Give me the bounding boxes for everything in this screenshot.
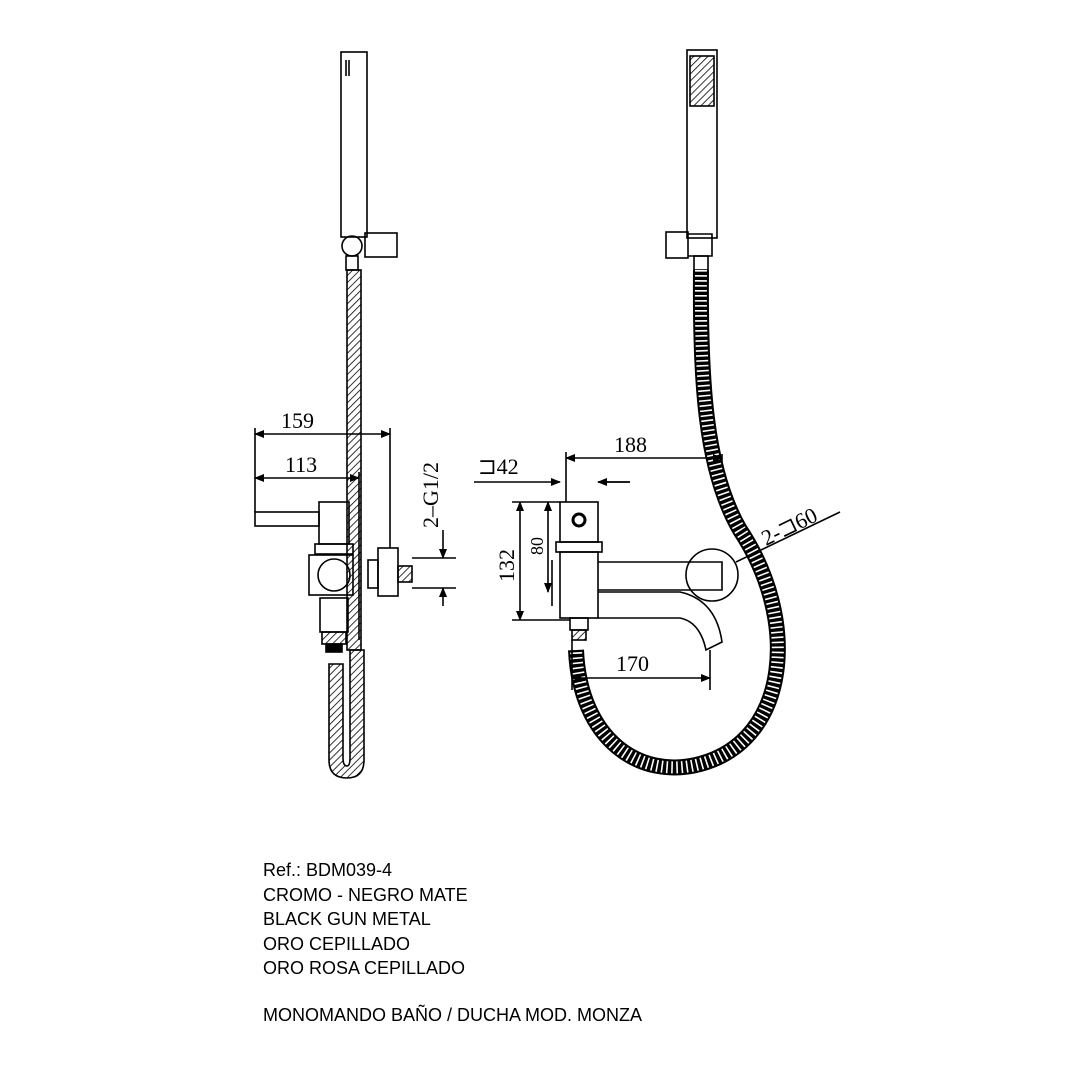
front-dim-188	[565, 452, 723, 502]
front-hand-shower	[686, 49, 718, 239]
front-view	[474, 49, 841, 776]
side-dim-159	[254, 428, 391, 548]
front-dim-sq42-label: ⊐42	[478, 454, 519, 479]
side-hand-shower	[340, 51, 368, 238]
front-dim-170	[571, 640, 711, 690]
product-ref: Ref.: BDM039-4	[263, 860, 393, 880]
finish-2: BLACK GUN METAL	[263, 909, 431, 929]
front-mixer-body	[551, 501, 739, 652]
side-dim-thread-label: 2–G1/2	[418, 462, 443, 528]
front-dim-80-label: 80	[527, 537, 547, 555]
side-shower-holder	[341, 232, 398, 271]
front-dim-sq60	[735, 511, 841, 563]
side-dim-159-label: 159	[281, 408, 314, 433]
product-specs: Ref.: BDM039-4 CROMO - NEGRO MATE BLACK …	[263, 858, 642, 1027]
side-mixer-body	[254, 501, 360, 653]
side-wall-connection	[367, 547, 456, 597]
front-shower-hose	[568, 269, 786, 776]
finish-3: ORO CEPILLADO	[263, 933, 411, 954]
front-dim-188-label: 188	[614, 432, 647, 457]
finish-1: CROMO - NEGRO MATE	[263, 884, 468, 905]
front-dim-132-label: 132	[494, 549, 519, 582]
side-view	[254, 51, 456, 779]
finish-4: ORO ROSA CEPILLADO	[263, 958, 466, 978]
product-model: MONOMANDO BAÑO / DUCHA MOD. MONZA	[263, 1004, 643, 1025]
side-dim-113	[254, 472, 360, 504]
side-dim-113-label: 113	[285, 452, 317, 477]
spacer	[263, 981, 642, 1003]
front-dim-sq60-label: 2-⊐60	[757, 502, 821, 550]
front-dim-132	[512, 501, 570, 621]
front-dim-170-label: 170	[616, 651, 649, 676]
